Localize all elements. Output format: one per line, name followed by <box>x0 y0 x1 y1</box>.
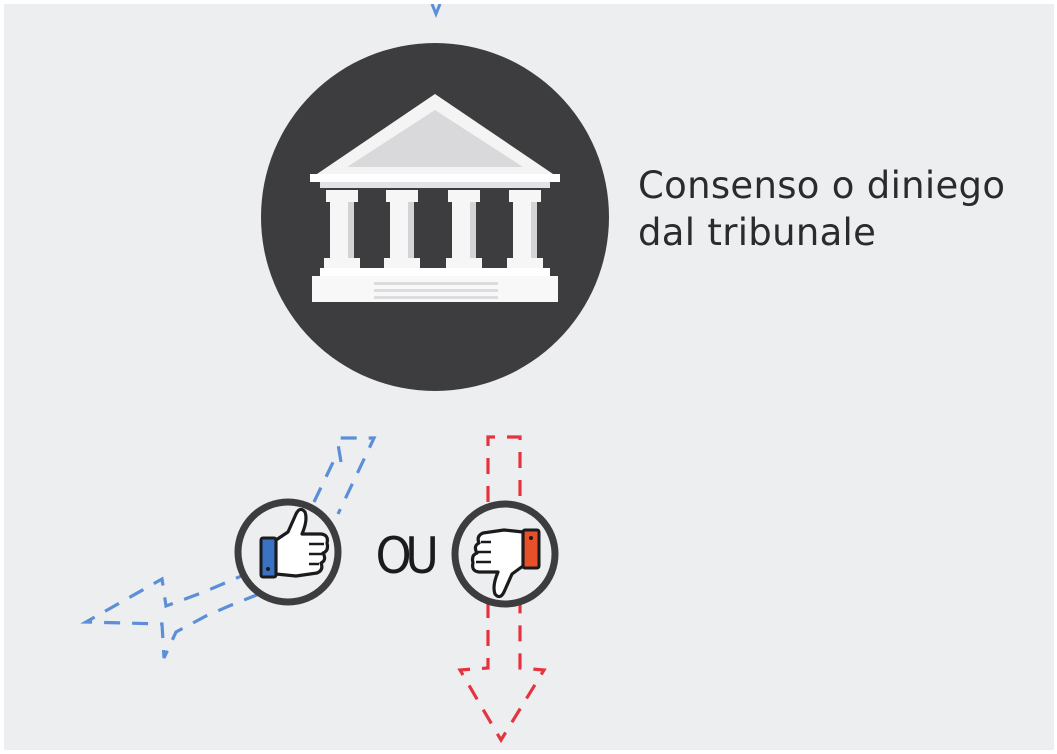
caption-line-1: Consenso o diniego <box>638 164 1006 207</box>
incoming-arrow-tip <box>430 4 442 19</box>
decision-flow-diagram <box>80 4 609 744</box>
diagram-canvas: Consenso o diniego dal tribunale OU <box>4 4 1054 750</box>
or-label: OU <box>375 527 438 585</box>
courthouse-icon <box>261 43 609 391</box>
thumbs-down-icon <box>451 500 559 608</box>
decision-caption: Consenso o diniego dal tribunale <box>638 162 1048 256</box>
reject-arrow <box>457 435 547 744</box>
thumbs-up-icon <box>234 498 342 606</box>
caption-line-2: dal tribunale <box>638 211 877 254</box>
approve-arrow <box>80 436 377 659</box>
